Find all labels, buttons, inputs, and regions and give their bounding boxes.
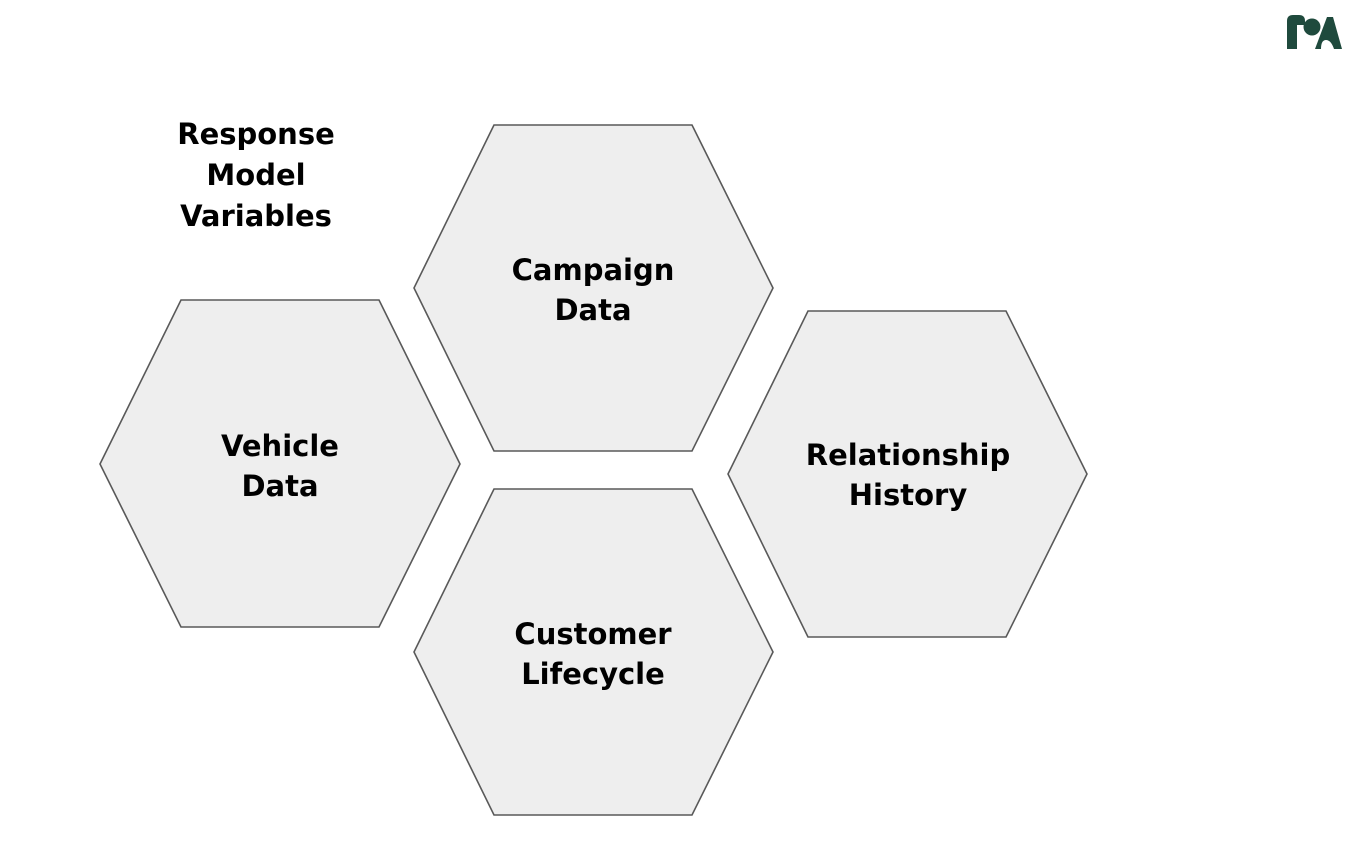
title-line: Response: [177, 117, 335, 151]
label-vehicle-data: Vehicle Data: [150, 426, 410, 506]
label-line: Campaign: [511, 253, 675, 287]
title-line: Variables: [180, 199, 332, 233]
label-line: Lifecycle: [521, 657, 665, 691]
hexagon-vehicle-data: [99, 299, 461, 628]
hexagon-campaign-data: [413, 124, 774, 452]
hexagon-customer-lifecycle: [413, 488, 774, 816]
diagram-title: Response Model Variables: [150, 114, 362, 237]
label-line: Data: [554, 293, 632, 327]
brand-logo-icon: [1287, 15, 1342, 49]
label-line: History: [848, 478, 968, 512]
label-campaign-data: Campaign Data: [463, 250, 723, 330]
label-relationship-history: Relationship History: [778, 435, 1038, 515]
label-line: Data: [241, 469, 319, 503]
label-line: Relationship: [805, 438, 1011, 472]
hexagon-relationship-history: [727, 310, 1088, 638]
label-line: Vehicle: [221, 429, 339, 463]
label-customer-lifecycle: Customer Lifecycle: [463, 614, 723, 694]
label-line: Customer: [514, 617, 672, 651]
title-line: Model: [206, 158, 306, 192]
